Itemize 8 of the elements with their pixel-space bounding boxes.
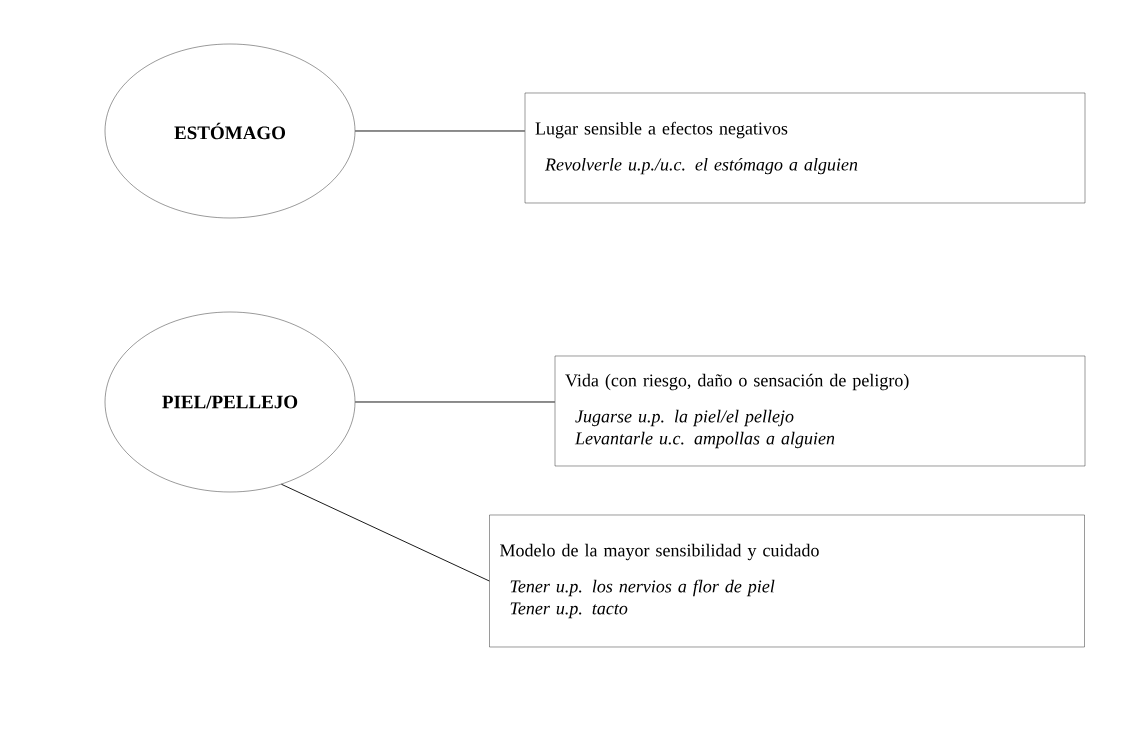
oval-node: PIEL/PELLEJO	[104, 311, 356, 493]
text-box: Lugar sensible a efectos negativos Revolverle u.p./u.c. el estómago a alguien	[524, 92, 1086, 204]
text-box: Vida (con riesgo, daño o sensación de peligro) Jugarse u.p. la piel/el pellejo Levantarle u.c. ampollas a alguien	[554, 355, 1086, 467]
connector-line	[354, 401, 556, 403]
text-box: Modelo de la mayor sensibilidad y cuidado Tener u.p. los nervios a flor de piel Tener u.p. tacto	[489, 514, 1085, 648]
connector-line	[354, 130, 526, 132]
connector-line	[280, 483, 490, 582]
oval-node: ESTÓMAGO	[104, 43, 356, 219]
